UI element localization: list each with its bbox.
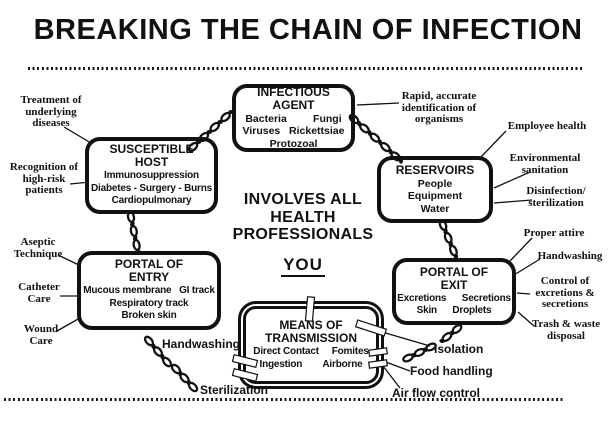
box-portal-of-exit: PORTAL OF EXIT Excretions Secretions Ski… xyxy=(392,258,516,325)
box-portal-of-entry: PORTAL OF ENTRY Mucous membrane GI track… xyxy=(77,251,221,330)
label-rapid-identification: Rapid, accurate identification of organi… xyxy=(401,90,477,125)
pointer-line xyxy=(382,365,401,389)
box-susceptible-host: SUSCEPTIBLE HOST Immunosuppression Diabe… xyxy=(85,137,218,214)
box-items: Bacteria Fungi Viruses Rickettsiae Proto… xyxy=(242,112,345,150)
chain-link-icon xyxy=(402,342,437,363)
box-items: Direct Contact Fomites Ingestion Airborn… xyxy=(253,346,369,370)
pointer-line xyxy=(371,328,431,347)
label-sterilization: Sterilization xyxy=(200,383,269,397)
label-proper-attire: Proper attire xyxy=(523,227,585,239)
box-items: People Equipment Water xyxy=(407,177,463,215)
box-title: PORTAL OF ENTRY xyxy=(114,257,184,285)
label-disinfection-sterilization: Disinfection/ sterilization xyxy=(526,185,586,209)
label-aseptic-technique: Aseptic Technique xyxy=(13,236,63,260)
label-trash-disposal: Trash & waste disposal xyxy=(531,318,601,342)
center-message: INVOLVES ALL HEALTH PROFESSIONALS xyxy=(232,191,374,243)
page-title: BREAKING THE CHAIN OF INFECTION xyxy=(33,14,583,46)
label-treatment: Treatment of underlying diseases xyxy=(20,94,82,129)
box-title: RESERVOIRS xyxy=(395,162,475,177)
box-reservoirs: RESERVOIRS People Equipment Water xyxy=(377,156,493,223)
pointer-line xyxy=(356,102,400,106)
label-environmental-sanitation: Environmental sanitation xyxy=(509,152,581,176)
pointer-line xyxy=(382,360,411,372)
box-title: PORTAL OF EXIT xyxy=(419,264,489,292)
label-air-flow-control: Air flow control xyxy=(392,386,480,400)
label-employee-health: Employee health xyxy=(507,120,587,132)
label-catheter-care: Catheter Care xyxy=(18,281,60,305)
box-items: Mucous membrane GI track Respiratory tra… xyxy=(83,285,215,322)
chain-link-icon xyxy=(439,323,463,344)
you-underlined-text: YOU xyxy=(281,255,325,277)
box-means-of-transmission: MEANS OF TRANSMISSION Direct Contact Fom… xyxy=(243,306,379,384)
box-title: SUSCEPTIBLE HOST xyxy=(109,142,194,170)
box-items: Excretions Secretions Skin Droplets xyxy=(397,292,511,317)
label-handwashing-bottom: Handwashing xyxy=(162,337,241,351)
label-wound-care: Wound Care xyxy=(23,323,59,347)
label-food-handling: Food handling xyxy=(410,364,493,378)
label-recognition: Recognition of high-risk patients xyxy=(9,161,79,196)
chain-link-icon xyxy=(170,363,199,393)
label-handwashing-right: Handwashing xyxy=(537,250,603,262)
box-title: MEANS OF TRANSMISSION xyxy=(264,318,357,345)
center-emphasis: YOU xyxy=(225,255,381,277)
label-isolation: Isolation xyxy=(434,342,484,356)
top-dotted-divider xyxy=(28,67,584,70)
bottom-dotted-divider xyxy=(4,398,564,401)
box-infectious-agent: INFECTIOUS AGENT Bacteria Fungi Viruses … xyxy=(232,84,355,152)
pointer-line xyxy=(478,130,507,160)
chain-link-icon xyxy=(126,210,141,255)
label-control-excretions: Control of excretions & secretions xyxy=(535,275,595,310)
pointer-line xyxy=(509,237,533,262)
box-items: Immunosuppression Diabetes - Surgery - B… xyxy=(91,170,212,207)
box-title: INFECTIOUS AGENT xyxy=(257,84,330,112)
chain-link-icon xyxy=(438,219,459,260)
